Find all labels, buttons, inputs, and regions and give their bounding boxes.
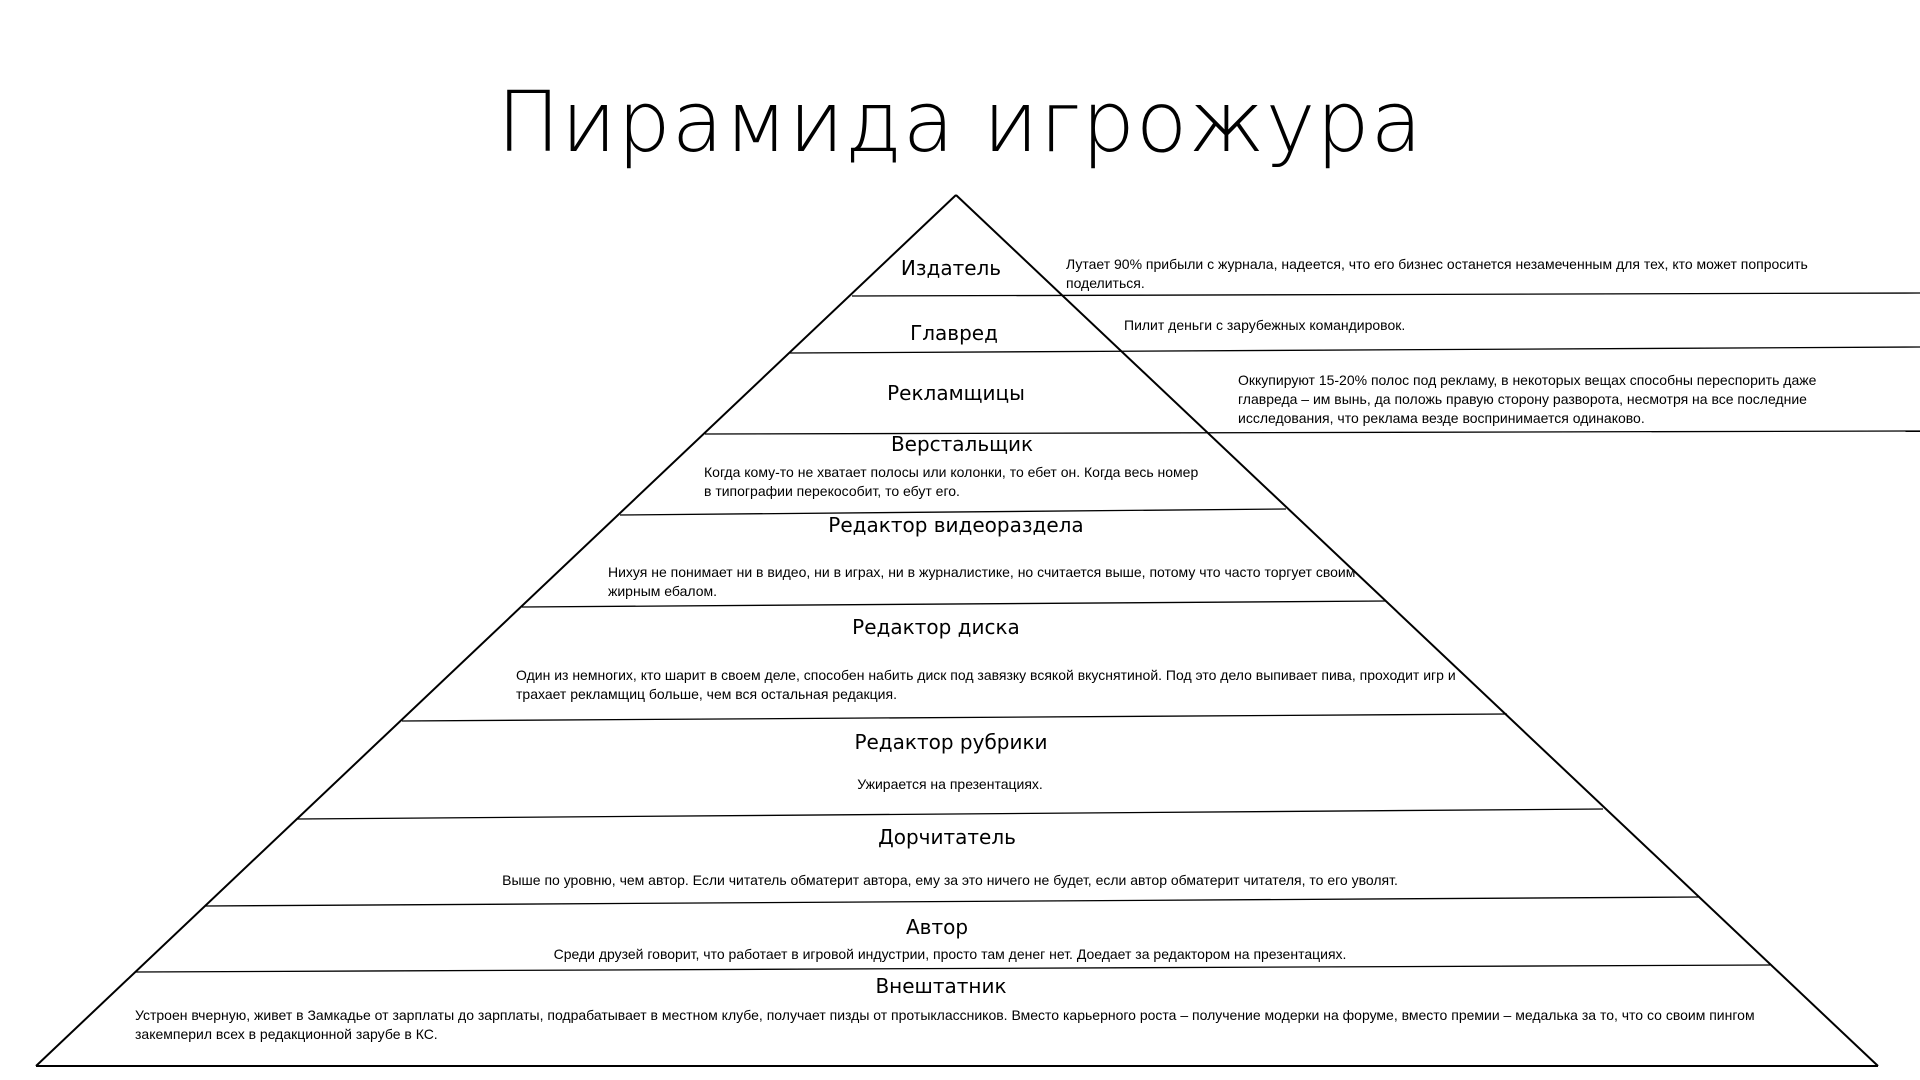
tier-title-author: Автор [906,915,968,939]
tier-description-disc-editor: Один из немногих, кто шарит в своем деле… [516,667,1456,702]
tier-title-freelancer: Внештатник [875,974,1006,998]
tier-title-disc-editor: Редактор диска [852,615,1020,639]
slide-title: Пирамида игрожура [496,73,1424,171]
tier-description-video-editor: Нихуя не понимает ни в видео, ни в играх… [608,564,1356,599]
divider-layout [619,508,1287,516]
tier-description-reader: Выше по уровню, чем автор. Если читатель… [502,872,1398,888]
divider-author [135,964,1771,973]
divider-reader [204,896,1701,907]
tier-description-publisher: Лутает 90% прибыли с журнала, надеется, … [1066,256,1808,291]
pyramid-right-edge [955,194,1879,1067]
tier-description-author: Среди друзей говорит, что работает в игр… [553,946,1347,962]
tier-description-advertisers: Оккупируют 15-20% полос под рекламу, в н… [1238,372,1817,426]
tier-title-chief-editor: Главред [910,321,998,345]
tier-description-chief-editor: Пилит деньги с зарубежных командировок. [1124,317,1406,333]
divider-section-editor [296,808,1604,820]
tier-title-section-editor: Редактор рубрики [854,730,1047,754]
divider-video-editor [521,600,1387,608]
divider-disc-editor [401,713,1508,722]
tier-title-reader: Дорчитатель [878,825,1016,849]
tier-title-layout-designer: Верстальщик [891,432,1033,456]
pyramid-left-edge [35,194,957,1067]
tier-title-advertisers: Рекламщицы [887,381,1025,405]
tier-description-section-editor: Ужирается на презентациях. [857,776,1043,792]
tier-title-publisher: Издатель [901,256,1001,280]
divider-chief-editor [789,346,1920,354]
tier-title-video-editor: Редактор видеораздела [828,513,1083,537]
tier-description-freelancer: Устроен вчерную, живет в Замкадье от зар… [135,1007,1755,1042]
divider-publisher [851,292,1920,297]
tier-description-layout-designer: Когда кому-то не хватает полосы или коло… [704,464,1199,499]
divider-advertisers [704,430,1920,435]
